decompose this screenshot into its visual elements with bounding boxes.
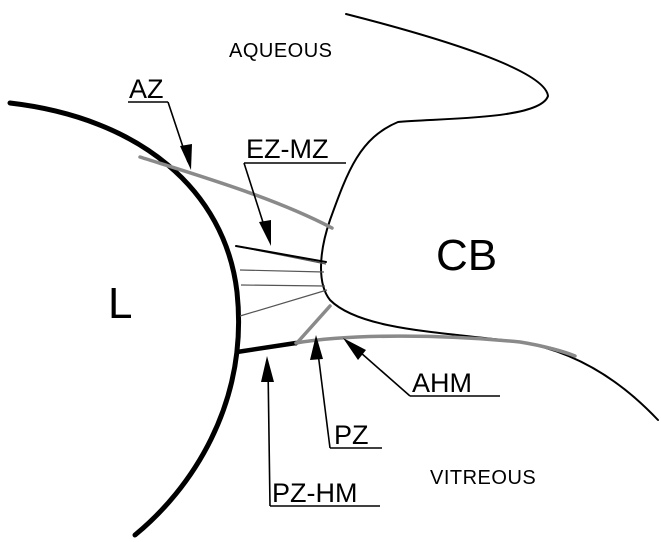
pz-label: PZ xyxy=(334,420,369,450)
anterior-hyaloid-membrane xyxy=(294,334,577,358)
vitreous-label: VITREOUS xyxy=(430,467,536,489)
ez-mz-fiber-2 xyxy=(239,269,325,273)
lens-outline xyxy=(7,100,241,538)
posterior-zonule-fiber xyxy=(294,304,332,346)
ahm-arrowhead xyxy=(343,338,366,360)
aqueous-label: AQUEOUS xyxy=(229,40,333,62)
ez-mz-fiber-4 xyxy=(239,289,328,317)
ez-mz-boundary xyxy=(235,245,327,263)
lens-label: L xyxy=(108,279,132,328)
ez-mz-arrowhead xyxy=(259,220,271,246)
ciliary-body-outline xyxy=(320,13,659,421)
ciliary-body-label: CB xyxy=(436,231,497,280)
anterior-zonule-fiber xyxy=(138,155,334,230)
pz-hm-leader xyxy=(267,365,271,507)
ez-mz-label: EZ-MZ xyxy=(246,134,328,164)
ez-mz-fiber-3 xyxy=(240,284,326,287)
pz-hm-label: PZ-HM xyxy=(272,478,357,508)
az-arrowhead xyxy=(180,144,192,170)
pz-hm-line xyxy=(234,340,299,355)
pz-leader xyxy=(316,344,331,449)
az-label: AZ xyxy=(129,74,164,104)
ahm-label: AHM xyxy=(412,368,472,398)
pz-arrowhead xyxy=(310,335,323,360)
pz-hm-arrowhead xyxy=(261,356,274,382)
